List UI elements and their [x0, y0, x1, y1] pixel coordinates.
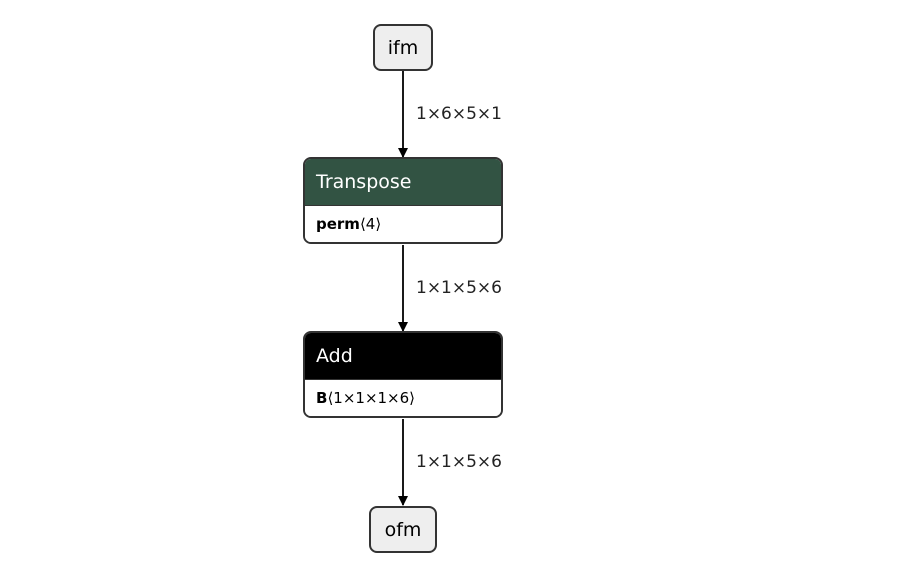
op-node-transpose-header: Transpose — [305, 159, 501, 205]
op-node-add-title: Add — [316, 345, 353, 367]
edge-label-add-ofm: 1×1×5×6 — [416, 452, 502, 472]
op-node-add-header: Add — [305, 333, 501, 379]
attribute-name-b: B — [316, 389, 328, 407]
input-node-ifm[interactable]: ifm — [373, 24, 433, 71]
op-node-add[interactable]: Add B⟨1×1×1×6⟩ — [303, 331, 503, 418]
op-node-transpose-attribute: perm⟨4⟩ — [305, 205, 501, 242]
op-node-transpose[interactable]: Transpose perm⟨4⟩ — [303, 157, 503, 244]
edge-label-transpose-add: 1×1×5×6 — [416, 278, 502, 298]
output-node-ofm[interactable]: ofm — [369, 506, 437, 553]
output-node-label: ofm — [384, 518, 422, 541]
attribute-value-perm: ⟨4⟩ — [359, 215, 382, 233]
edge-label-ifm-transpose: 1×6×5×1 — [416, 104, 502, 124]
attribute-name-perm: perm — [316, 215, 360, 233]
op-node-add-attribute: B⟨1×1×1×6⟩ — [305, 379, 501, 416]
attribute-value-b: ⟨1×1×1×6⟩ — [327, 389, 416, 407]
op-node-transpose-title: Transpose — [316, 171, 412, 193]
input-node-label: ifm — [387, 36, 419, 59]
